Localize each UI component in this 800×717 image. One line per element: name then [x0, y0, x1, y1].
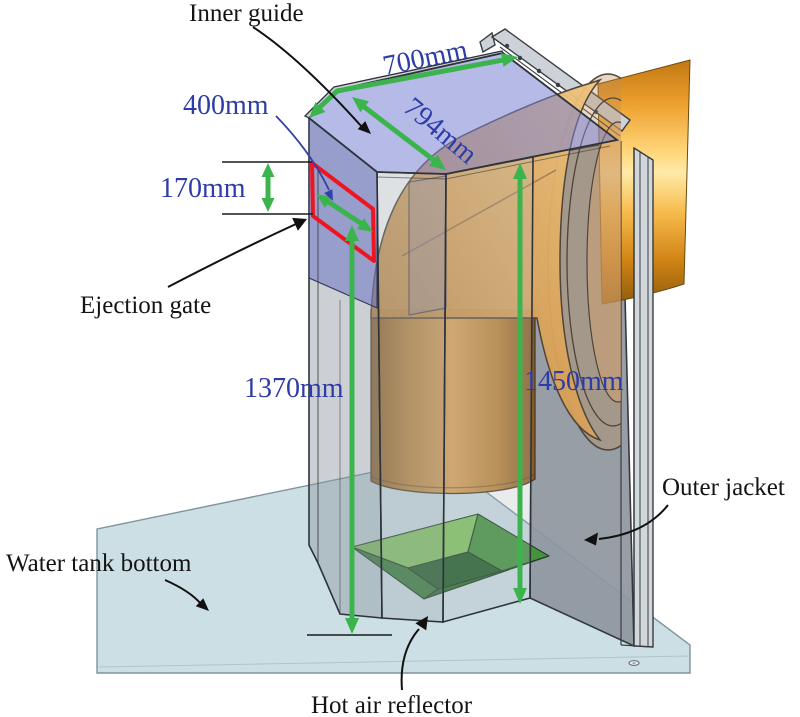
label-water-tank-bottom: Water tank bottom	[6, 550, 192, 577]
label-hot-air-reflector: Hot air reflector	[311, 692, 473, 717]
dim-400-arrow	[316, 194, 373, 232]
ejection-gate-leader	[167, 217, 307, 288]
gate-width-leader	[275, 115, 333, 201]
inner-guide-front-panel	[408, 175, 447, 316]
hot-air-reflector	[351, 513, 550, 600]
water-tank-leader	[164, 579, 209, 611]
label-inner-guide: Inner guide	[189, 0, 304, 27]
dim-1370-arrow	[345, 225, 359, 634]
dimension-guide-lines	[222, 161, 392, 636]
dim-794-arrow	[352, 97, 446, 170]
dim-text-1450mm: 1450mm	[524, 366, 624, 397]
label-outer-jacket: Outer jacket	[662, 474, 785, 501]
label-leaders	[164, 26, 669, 691]
dim-170-arrow	[261, 163, 275, 212]
label-ejection-gate: Ejection gate	[80, 292, 211, 319]
ejection-gate-highlight	[310, 161, 376, 263]
hot-air-reflector-leader	[400, 616, 428, 691]
dim-700-arrow	[309, 53, 518, 118]
dim-text-400mm: 400mm	[183, 90, 269, 121]
inner-guide-leader	[252, 26, 371, 134]
pipe-flange	[479, 28, 654, 648]
elbow-seam	[401, 169, 557, 257]
outer-jacket-leader	[584, 504, 669, 546]
outer-jacket-front-left-face	[376, 171, 447, 623]
dim-1450-arrow	[513, 163, 527, 604]
dim-text-1370mm: 1370mm	[244, 373, 344, 404]
dimension-arrows	[261, 53, 527, 634]
dim-text-170mm: 170mm	[160, 173, 246, 204]
